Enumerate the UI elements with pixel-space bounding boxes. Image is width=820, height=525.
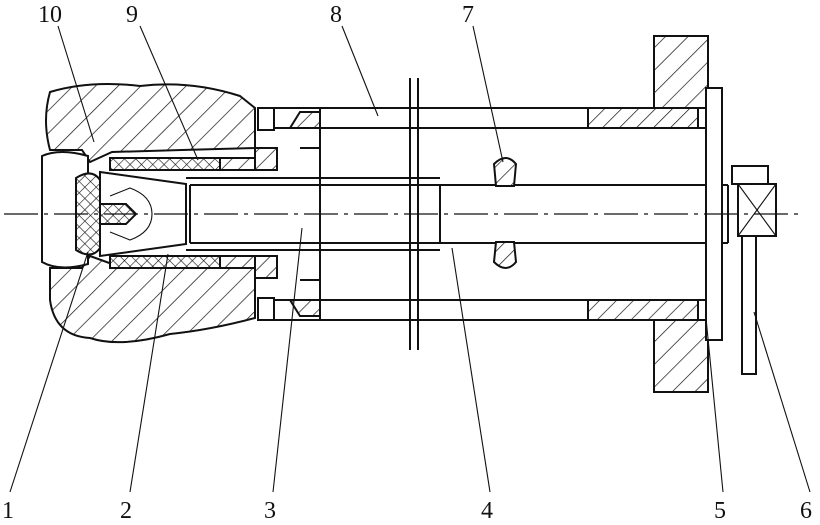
callout-8: 8 <box>330 2 342 28</box>
stop-lever <box>731 165 777 375</box>
callout-2: 2 <box>120 498 132 524</box>
callout-5: 5 <box>714 498 726 524</box>
callout-9: 9 <box>126 2 138 28</box>
callout-3: 3 <box>264 498 276 524</box>
outer-housing <box>274 107 705 321</box>
callout-1: 1 <box>2 498 14 524</box>
collet-nose <box>75 170 187 258</box>
leader-lines <box>9 25 811 493</box>
callout-6: 6 <box>800 498 812 524</box>
callout-4: 4 <box>481 498 493 524</box>
spindle-nut <box>254 107 278 321</box>
callout-10: 10 <box>38 2 62 28</box>
collet-sleeve <box>109 157 256 269</box>
tool-shank <box>186 177 441 251</box>
cutting-ring <box>492 157 518 269</box>
callout-7: 7 <box>462 2 474 28</box>
